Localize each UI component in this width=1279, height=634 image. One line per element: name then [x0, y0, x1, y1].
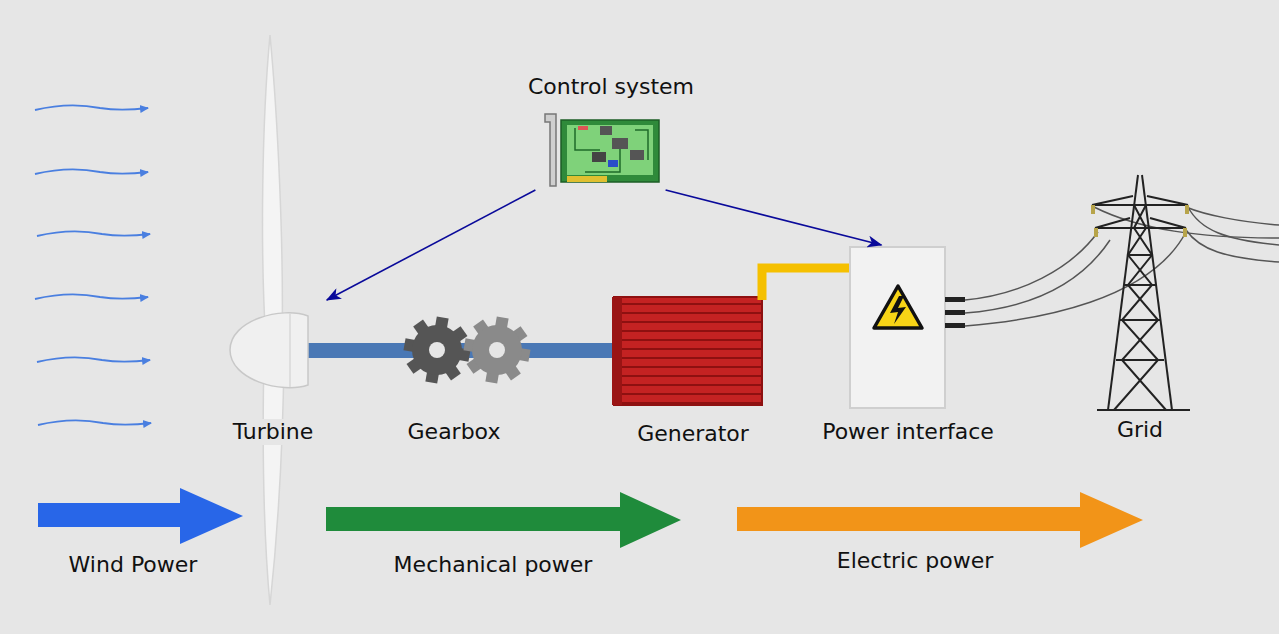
wind-power-arrow — [38, 488, 243, 544]
wind-lines — [35, 105, 151, 425]
power-stage-label: Wind Power — [69, 552, 198, 578]
mechanical-power-arrow — [326, 492, 681, 548]
node-label: Generator — [634, 421, 752, 447]
power-cable — [762, 268, 851, 300]
generator-end — [612, 297, 622, 405]
node-label: Turbine — [230, 419, 317, 445]
gearbox-node: Gearbox — [393, 312, 515, 445]
generator-body — [614, 297, 762, 405]
gearbox-gears — [403, 316, 530, 383]
node-label: Power interface — [819, 419, 997, 445]
power-stage-label: Electric power — [837, 548, 994, 574]
control-arrow — [666, 190, 882, 245]
node-label: Gearbox — [405, 419, 504, 445]
control-system-node: Control system — [506, 74, 716, 190]
grid-node: Grid — [1078, 170, 1202, 443]
control-arrow — [327, 190, 536, 300]
pylon — [1092, 175, 1190, 410]
power-stage-label: Mechanical power — [394, 552, 593, 578]
lightning-bolt — [890, 296, 906, 324]
power-interface-cabinet — [850, 247, 945, 408]
electric-power-arrow — [737, 492, 1143, 548]
insulators — [1091, 205, 1189, 237]
node-label: Control system — [525, 74, 697, 100]
turbine-hub — [230, 313, 308, 388]
terminals — [945, 297, 965, 328]
power-interface-node: Power interface — [806, 245, 1010, 445]
hub-seam — [289, 314, 291, 387]
node-label: Grid — [1114, 417, 1166, 443]
control-board — [545, 114, 659, 186]
turbine-node: Turbine — [217, 300, 329, 445]
warning-sign — [874, 286, 922, 328]
generator-node: Generator — [613, 292, 773, 447]
